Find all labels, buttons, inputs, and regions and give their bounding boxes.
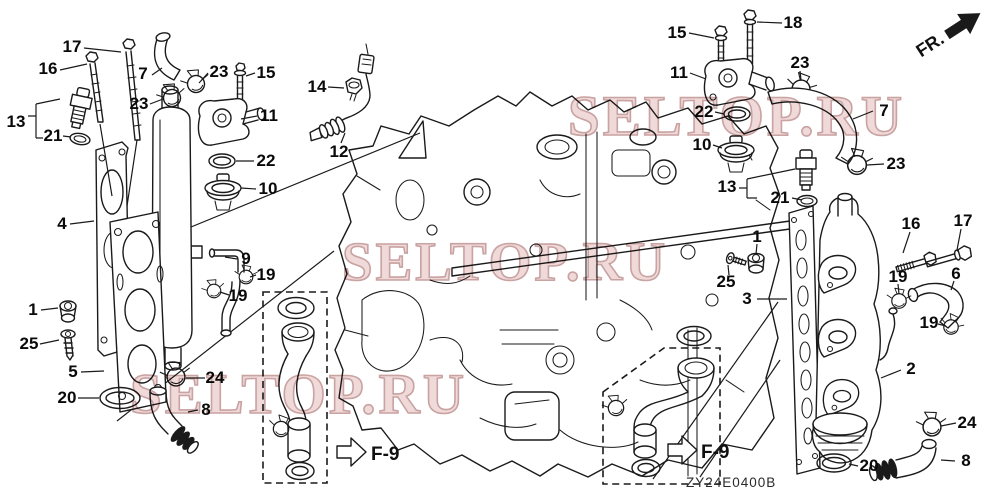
detail-box-left — [262, 291, 328, 484]
diagram-code: ZY24E0400B — [686, 475, 776, 490]
part-number-label: 24 — [957, 413, 977, 432]
part-number-label: 24 — [205, 368, 225, 387]
water-tube-9 — [208, 248, 245, 337]
water-hose-8-right — [868, 438, 937, 482]
part-number-label: 2 — [906, 359, 916, 378]
part-number-label: 5 — [68, 362, 78, 381]
part-number-label: 25 — [19, 334, 39, 353]
section-ref-label: F-9 — [371, 444, 400, 465]
screw-part-25-right — [725, 252, 747, 266]
part-number-label: 10 — [692, 135, 712, 154]
screw-part-25-left — [60, 329, 76, 361]
bolt-17-right — [925, 245, 973, 268]
part-number-label: 20 — [57, 388, 77, 407]
sensor-12-with-wire — [309, 43, 375, 142]
part-number-label: 23 — [886, 154, 906, 173]
left-manifold-assembly — [59, 85, 258, 454]
part-number-label: 20 — [859, 456, 879, 475]
part-number-label: 19 — [256, 265, 276, 284]
part-number-label: 21 — [770, 188, 790, 207]
part-number-label: 1 — [752, 227, 762, 246]
top-right-parts-cluster — [703, 9, 874, 274]
part-number-label: 15 — [256, 63, 276, 82]
part-number-label: 25 — [716, 272, 736, 291]
part-number-label: 21 — [43, 126, 63, 145]
section-arrow-f9-right: F-9 — [667, 435, 730, 465]
part-number-label: 22 — [256, 151, 276, 170]
part-number-label: 17 — [953, 211, 973, 230]
part-number-label: 16 — [901, 214, 921, 233]
part-number-label: 13 — [6, 112, 26, 131]
part-number-label: 14 — [307, 77, 327, 96]
part-number-label: 23 — [129, 94, 149, 113]
part-number-label: 1 — [28, 300, 38, 319]
part-number-label: 6 — [951, 264, 961, 283]
part-number-label: 13 — [717, 177, 737, 196]
part-number-label: 23 — [790, 53, 810, 72]
part-number-label: 19 — [228, 286, 248, 305]
part-number-label: 23 — [209, 62, 229, 81]
part-number-label: 16 — [38, 59, 58, 78]
part-number-label: 12 — [329, 142, 349, 161]
top-left-parts-cluster — [65, 32, 375, 211]
collar-part-1-left — [59, 300, 77, 323]
part-number-label: 15 — [667, 23, 687, 42]
detail-box-right — [599, 325, 721, 485]
part-number-label: 17 — [62, 37, 82, 56]
part-number-label: 18 — [783, 13, 803, 32]
label-leader-lines — [28, 21, 962, 467]
part-number-label: 3 — [742, 289, 752, 308]
sensor-14 — [345, 77, 363, 102]
section-ref-label: F-9 — [701, 442, 730, 463]
water-hose-8-left — [149, 386, 199, 454]
part-number-label: 9 — [241, 249, 251, 268]
part-number-label: 11 — [670, 63, 688, 82]
part-number-label: 8 — [961, 451, 971, 470]
part-number-label: 11 — [260, 106, 278, 125]
right-manifold-assembly — [788, 192, 973, 482]
part-number-label: 4 — [57, 214, 67, 233]
collar-part-1-right — [747, 252, 765, 274]
engine-block-drawing — [334, 91, 791, 478]
part-number-label: 8 — [201, 400, 211, 419]
part-number-label: 7 — [138, 64, 148, 83]
part-number-label: 22 — [694, 102, 714, 121]
part-number-label: 19 — [919, 313, 939, 332]
part-number-label: 7 — [879, 101, 889, 120]
part-number-label: 19 — [888, 267, 908, 286]
part-number-label: 10 — [258, 179, 278, 198]
section-arrow-f9-left: F-9 — [336, 437, 400, 467]
